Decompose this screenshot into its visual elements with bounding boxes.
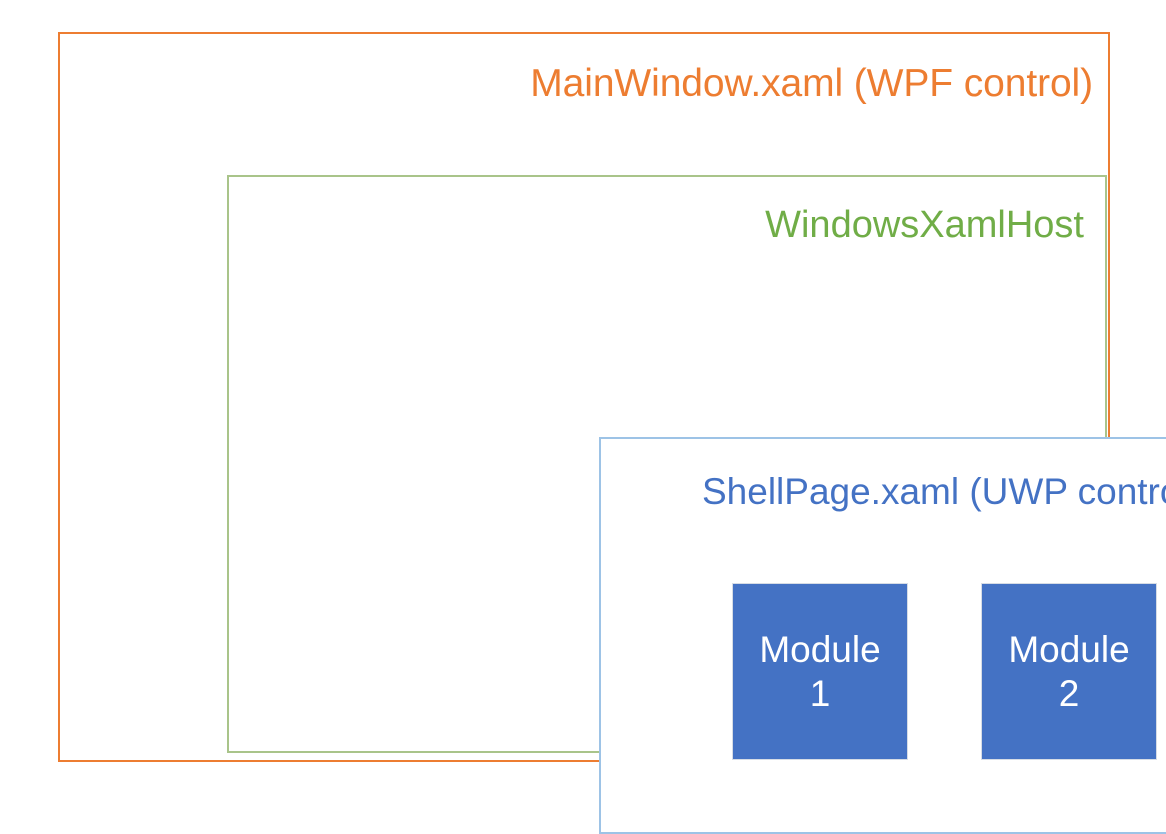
- module-2-number: 2: [1058, 672, 1080, 714]
- module-1-number: 1: [809, 672, 831, 714]
- layer-label-mainwindow: MainWindow.xaml (WPF control): [530, 62, 1093, 105]
- module-1-name: Module: [759, 629, 881, 671]
- layer-label-windowsxamlhost: WindowsXamlHost: [765, 204, 1084, 246]
- module-2-name: Module: [1008, 629, 1130, 671]
- layer-shellpage-uwp: ShellPage.xaml (UWP control) Module 1 Mo…: [599, 437, 1166, 834]
- module-box-2: Module 2: [981, 583, 1157, 760]
- layer-mainwindow-wpf: MainWindow.xaml (WPF control) WindowsXam…: [58, 32, 1166, 834]
- module-group: Module 1 Module 2: [732, 583, 1157, 760]
- layer-label-shellpage: ShellPage.xaml (UWP control): [702, 471, 1166, 512]
- layer-windowsxamlhost: WindowsXamlHost ShellPage.xaml (UWP cont…: [227, 175, 1166, 834]
- module-box-1: Module 1: [732, 583, 908, 760]
